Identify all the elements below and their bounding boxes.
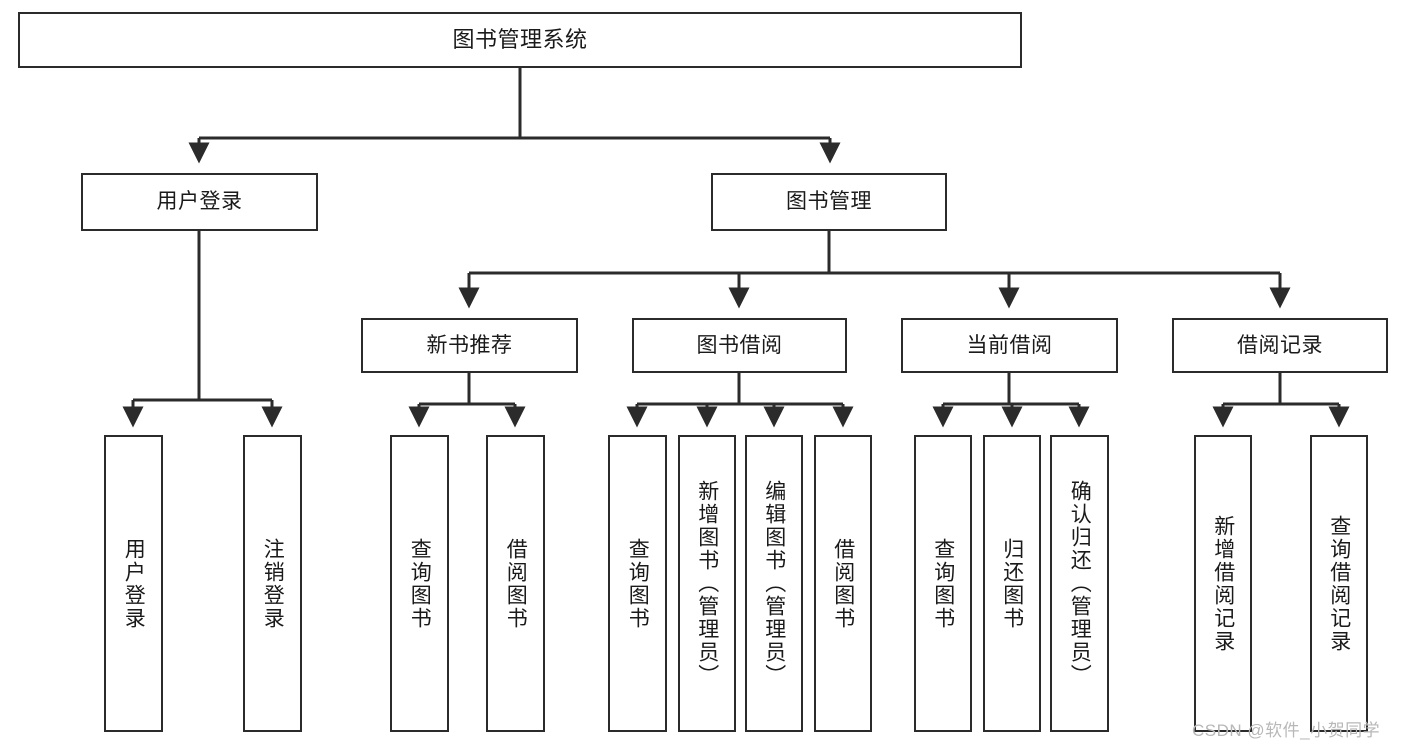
node-leaf-query-book-rec-label: 查询图书 <box>408 537 432 630</box>
node-leaf-return-book[interactable]: 归还图书 <box>983 435 1041 732</box>
node-user-login[interactable]: 用户登录 <box>81 173 318 231</box>
node-leaf-add-record[interactable]: 新增借阅记录 <box>1194 435 1252 732</box>
node-leaf-query-book-current[interactable]: 查询图书 <box>914 435 972 732</box>
node-leaf-edit-book[interactable]: 编辑图书（管理员） <box>745 435 803 732</box>
node-leaf-query-record[interactable]: 查询借阅记录 <box>1310 435 1368 732</box>
node-leaf-query-record-label: 查询借阅记录 <box>1327 514 1351 653</box>
node-leaf-query-book-current-label: 查询图书 <box>931 537 955 630</box>
node-leaf-confirm-return-label: 确认归还（管理员） <box>1068 480 1092 687</box>
node-borrow-record[interactable]: 借阅记录 <box>1172 318 1388 373</box>
node-leaf-borrow-book-rec[interactable]: 借阅图书 <box>486 435 545 732</box>
node-leaf-add-book[interactable]: 新增图书（管理员） <box>678 435 736 732</box>
watermark-text: CSDN @软件_小贺同学 <box>1192 721 1381 740</box>
node-leaf-borrow-book-label: 借阅图书 <box>831 537 855 630</box>
node-leaf-query-book-borrow[interactable]: 查询图书 <box>608 435 667 732</box>
node-leaf-edit-book-label: 编辑图书（管理员） <box>762 480 786 687</box>
node-leaf-confirm-return[interactable]: 确认归还（管理员） <box>1050 435 1109 732</box>
node-leaf-logout-label: 注销登录 <box>261 537 285 630</box>
node-book-borrow-label: 图书借阅 <box>696 333 783 357</box>
node-new-book-rec[interactable]: 新书推荐 <box>361 318 578 373</box>
node-new-book-rec-label: 新书推荐 <box>426 333 513 357</box>
node-current-borrow[interactable]: 当前借阅 <box>901 318 1118 373</box>
node-leaf-add-book-label: 新增图书（管理员） <box>695 480 719 687</box>
node-book-manage-label: 图书管理 <box>786 190 872 214</box>
node-current-borrow-label: 当前借阅 <box>966 333 1053 357</box>
node-book-borrow[interactable]: 图书借阅 <box>632 318 847 373</box>
node-leaf-add-record-label: 新增借阅记录 <box>1211 514 1235 653</box>
node-root[interactable]: 图书管理系统 <box>18 12 1022 68</box>
node-leaf-return-book-label: 归还图书 <box>1000 537 1024 630</box>
node-user-login-label: 用户登录 <box>156 190 243 214</box>
node-leaf-query-book-borrow-label: 查询图书 <box>626 537 650 630</box>
node-root-label: 图书管理系统 <box>452 26 588 52</box>
node-borrow-record-label: 借阅记录 <box>1237 333 1323 357</box>
node-leaf-logout[interactable]: 注销登录 <box>243 435 302 732</box>
node-leaf-borrow-book[interactable]: 借阅图书 <box>814 435 872 732</box>
node-leaf-user-login[interactable]: 用户登录 <box>104 435 163 732</box>
node-leaf-user-login-label: 用户登录 <box>122 537 146 630</box>
node-leaf-query-book-rec[interactable]: 查询图书 <box>390 435 449 732</box>
node-leaf-borrow-book-rec-label: 借阅图书 <box>504 537 528 630</box>
node-book-manage[interactable]: 图书管理 <box>711 173 947 231</box>
